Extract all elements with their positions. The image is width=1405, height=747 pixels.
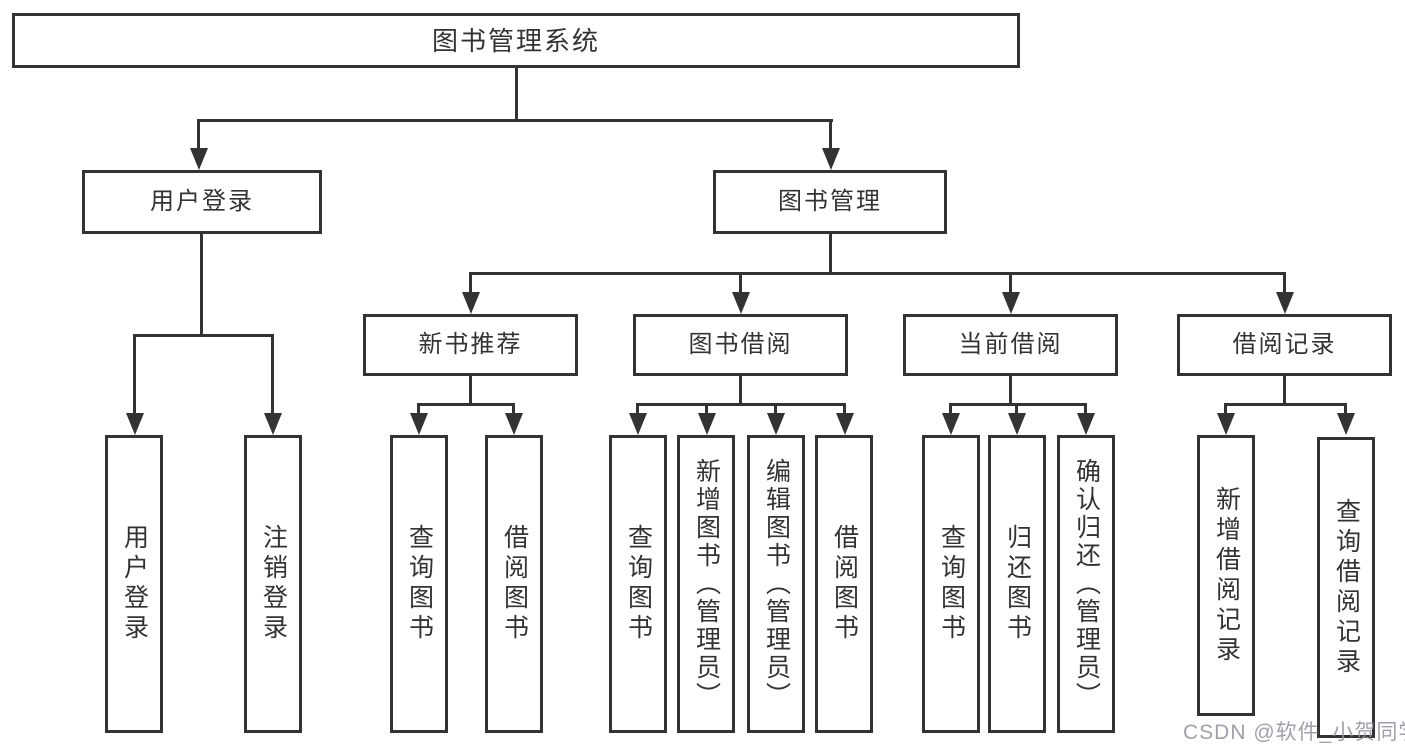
arrow-down-icon — [1077, 413, 1095, 435]
arrow-down-icon — [264, 413, 282, 435]
connector-line — [829, 119, 832, 152]
arrow-down-icon — [1276, 292, 1294, 314]
connector-line — [512, 403, 515, 417]
leaf-nb-query-books: 查询图书 — [390, 435, 448, 733]
leaf-user-login: 用户登录 — [105, 435, 163, 733]
arrow-down-icon — [126, 413, 144, 435]
arrow-down-icon — [505, 413, 523, 435]
connector-line — [515, 66, 518, 121]
arrow-down-icon — [410, 413, 428, 435]
node-library-system: 图书管理系统 — [12, 13, 1020, 68]
arrow-down-icon — [629, 413, 647, 435]
connector-line — [739, 374, 742, 406]
node-new-book-recommend: 新书推荐 — [363, 314, 578, 376]
arrow-down-icon — [1217, 413, 1235, 435]
connector-line — [1015, 403, 1018, 417]
connector-line — [705, 403, 708, 417]
leaf-bb-add-books-admin: 新增图书（管理员） — [677, 435, 735, 733]
connector-line — [949, 403, 952, 417]
connector-line — [469, 272, 472, 294]
connector-line — [829, 232, 832, 274]
connector-line — [1283, 272, 1286, 294]
leaf-cb-return-books: 归还图书 — [988, 435, 1046, 733]
arrow-down-icon — [836, 413, 854, 435]
connector-line — [1283, 374, 1286, 406]
leaf-br-query-record: 查询借阅记录 — [1317, 437, 1375, 738]
leaf-cb-confirm-return-admin: 确认归还（管理员） — [1057, 435, 1115, 733]
arrow-down-icon — [732, 292, 750, 314]
connector-line — [1224, 403, 1227, 417]
node-book-borrowing: 图书借阅 — [633, 314, 848, 376]
leaf-br-add-record: 新增借阅记录 — [1197, 435, 1255, 716]
leaf-bb-edit-books-admin: 编辑图书（管理员） — [747, 435, 805, 733]
connector-line — [1009, 272, 1012, 294]
connector-line — [417, 403, 515, 406]
connector-line — [1224, 403, 1347, 406]
node-borrowing-records: 借阅记录 — [1177, 314, 1392, 376]
connector-line — [133, 334, 136, 418]
connector-line — [636, 403, 639, 417]
node-current-borrowing: 当前借阅 — [903, 314, 1118, 376]
connector-line — [636, 403, 846, 406]
arrow-down-icon — [822, 148, 840, 170]
leaf-cb-query-books: 查询图书 — [922, 435, 980, 733]
connector-line — [1344, 403, 1347, 417]
node-book-management: 图书管理 — [713, 170, 947, 234]
arrow-down-icon — [1002, 292, 1020, 314]
arrow-down-icon — [942, 413, 960, 435]
leaf-bb-query-books: 查询图书 — [609, 435, 667, 733]
connector-line — [774, 403, 777, 417]
leaf-logout: 注销登录 — [244, 435, 302, 733]
connector-line — [469, 272, 1286, 275]
connector-line — [197, 119, 833, 122]
connector-line — [197, 119, 200, 152]
connector-line — [739, 272, 742, 294]
connector-line — [1009, 374, 1012, 406]
connector-line — [200, 232, 203, 337]
connector-line — [133, 334, 274, 337]
connector-line — [417, 403, 420, 417]
watermark-text: CSDN @软件_小贺同学 — [1183, 721, 1405, 744]
connector-line — [1084, 403, 1087, 417]
arrow-down-icon — [767, 413, 785, 435]
arrow-down-icon — [698, 413, 716, 435]
arrow-down-icon — [1337, 413, 1355, 435]
connector-line — [469, 374, 472, 406]
connector-line — [271, 334, 274, 418]
arrow-down-icon — [462, 292, 480, 314]
leaf-bb-borrow-books: 借阅图书 — [815, 435, 873, 733]
arrow-down-icon — [1008, 413, 1026, 435]
connector-line — [843, 403, 846, 417]
node-user-login: 用户登录 — [82, 170, 322, 234]
arrow-down-icon — [190, 148, 208, 170]
leaf-nb-borrow-books: 借阅图书 — [485, 435, 543, 733]
connector-line — [949, 403, 1087, 406]
